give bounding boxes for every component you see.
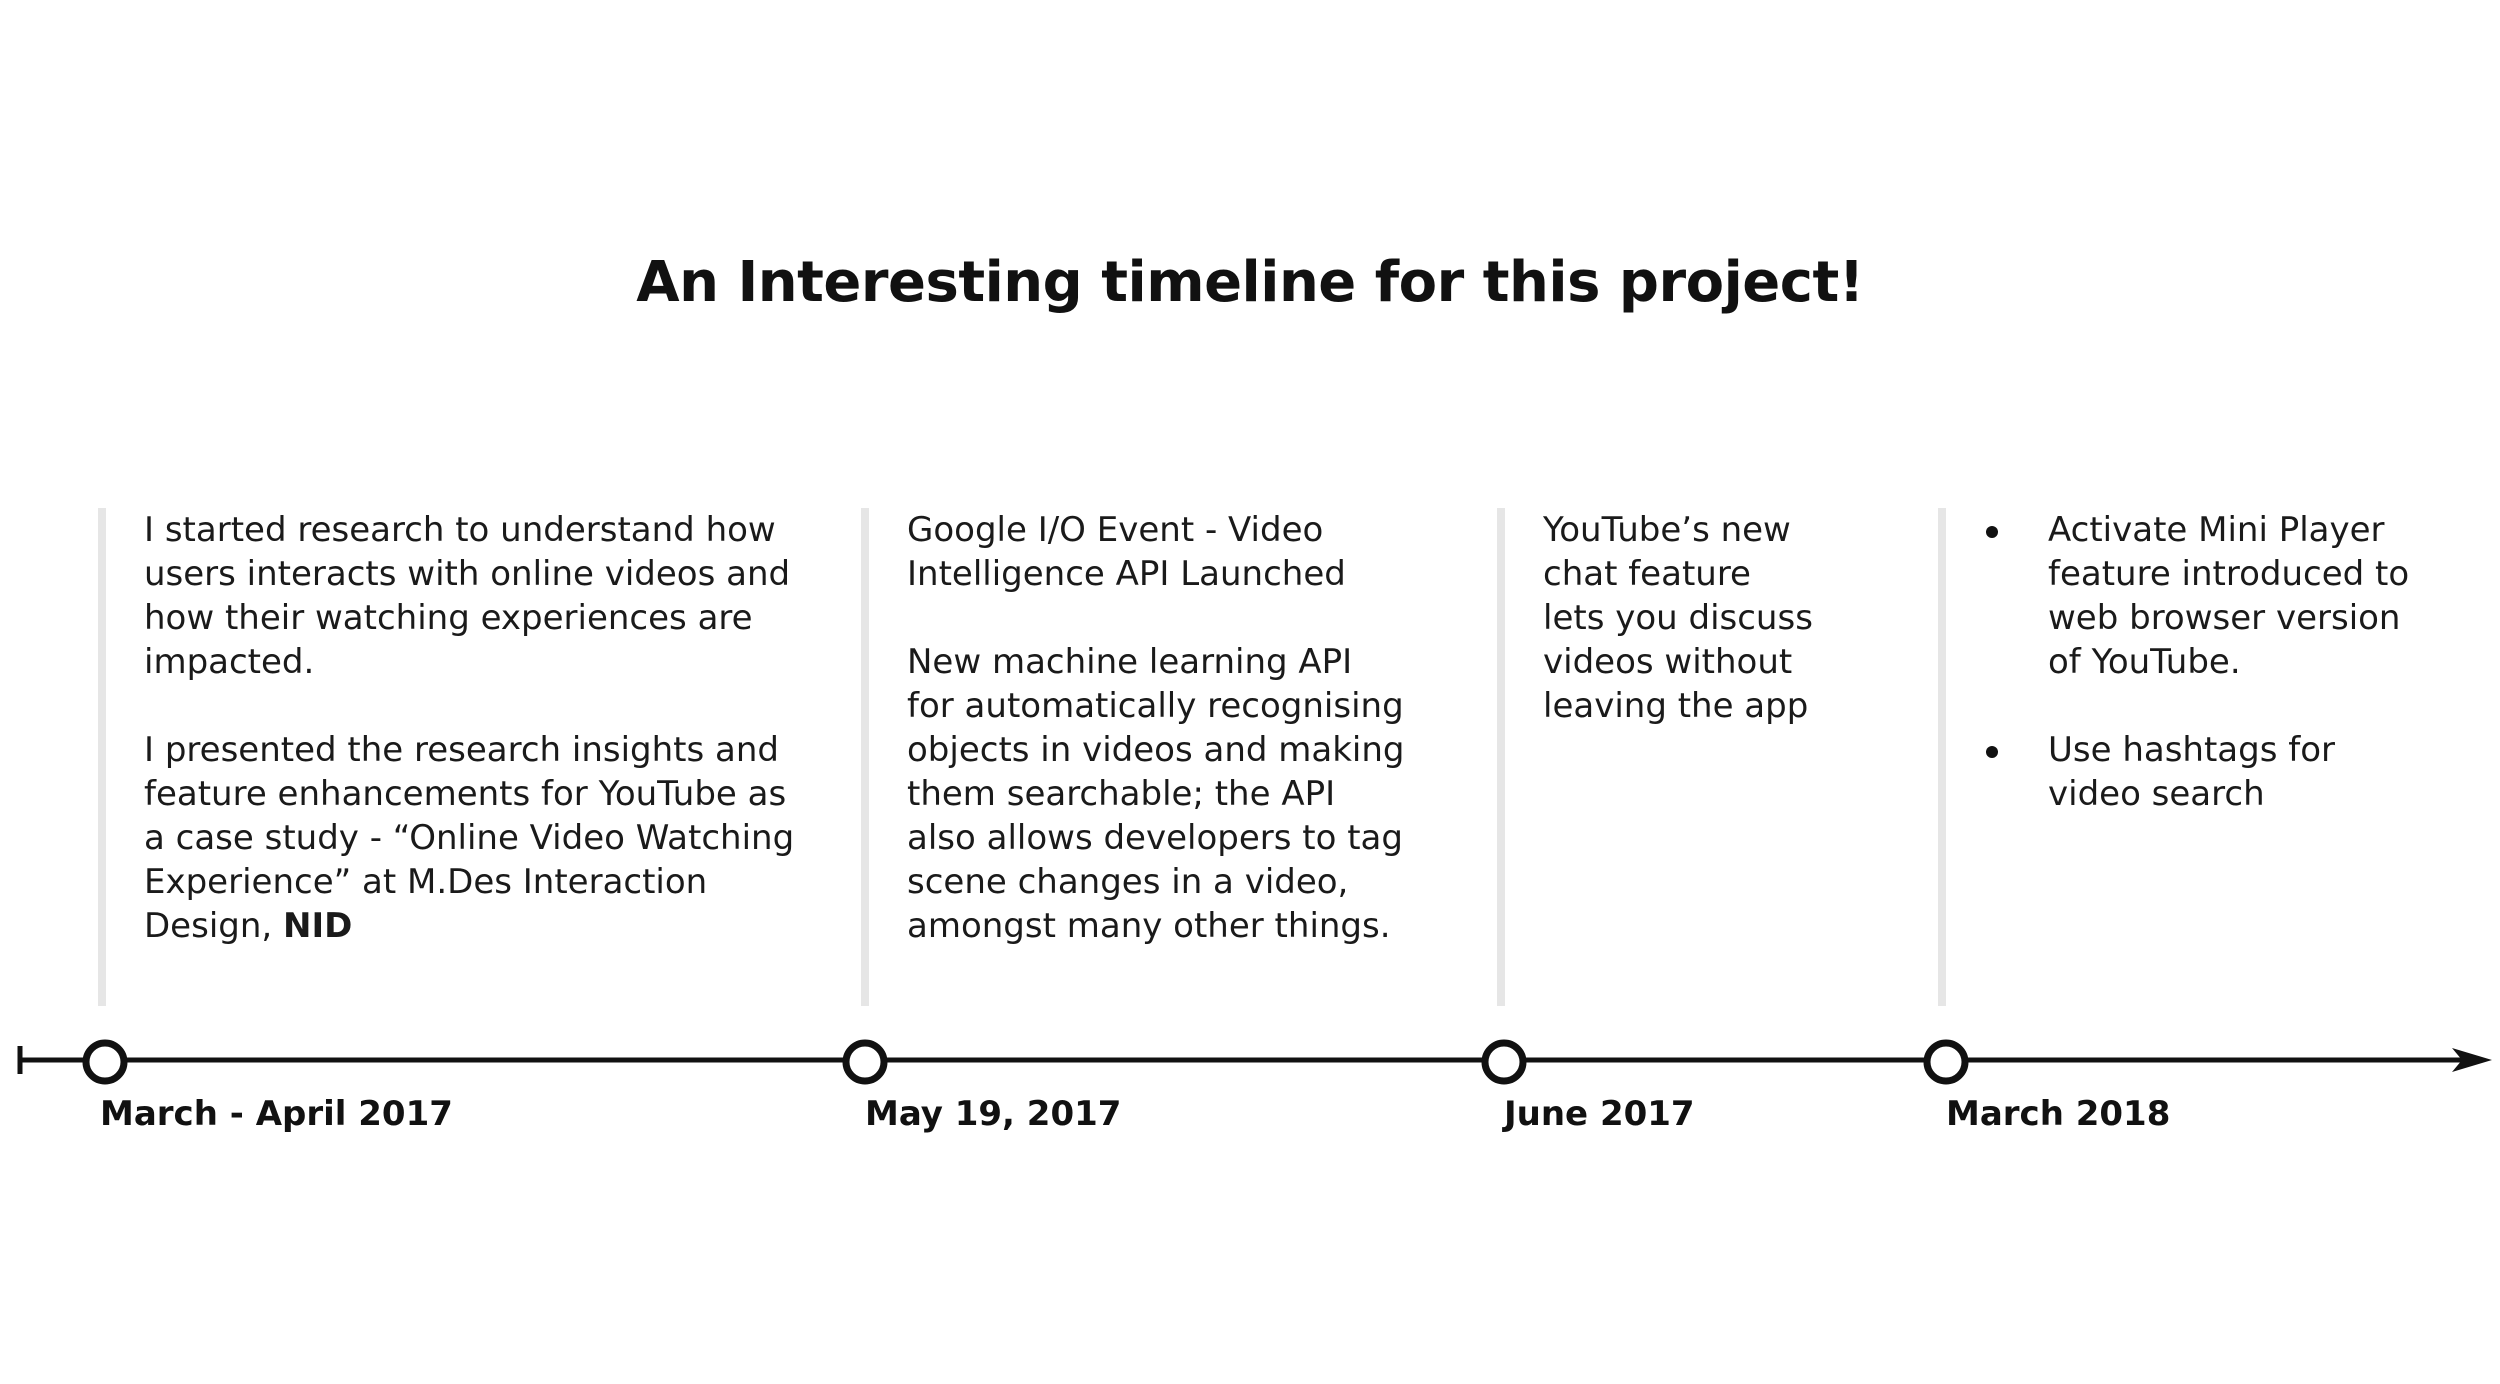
- event-card-may-19-2017: Google I/O Event - Video Intelligence AP…: [861, 508, 1421, 1006]
- event-4-bullet-2: Use hashtags for video search: [1984, 728, 2458, 816]
- milestone-marker-4: [1923, 1039, 1969, 1085]
- axis-arrow-head: [2452, 1048, 2492, 1072]
- event-1-paragraph-2: I presented the research insights and fe…: [144, 728, 798, 948]
- event-4-bullet-1: Activate Mini Player feature introduced …: [1984, 508, 2458, 684]
- event-2-paragraph-1: Google I/O Event - Video Intelligence AP…: [907, 510, 1346, 594]
- event-3-paragraph-1: YouTube’s new chat feature lets you disc…: [1543, 510, 1813, 726]
- event-4-bullet-list: Activate Mini Player feature introduced …: [1984, 508, 2458, 816]
- event-card-march-2018: Activate Mini Player feature introduced …: [1938, 508, 2458, 1006]
- event-1-paragraph-1: I started research to understand how use…: [144, 510, 791, 682]
- event-card-march-april-2017: I started research to understand how use…: [98, 508, 798, 1006]
- event-1-emphasis: NID: [283, 906, 353, 946]
- date-label-march-2018: March 2018: [1946, 1094, 2171, 1134]
- event-card-june-2017: YouTube’s new chat feature lets you disc…: [1497, 508, 1827, 1006]
- event-1-paragraph-2-text: I presented the research insights and fe…: [144, 730, 795, 946]
- milestone-marker-3: [1481, 1039, 1527, 1085]
- milestone-marker-2: [842, 1039, 888, 1085]
- date-label-march-april-2017: March - April 2017: [100, 1094, 453, 1134]
- page-title: An Interesting timeline for this project…: [636, 250, 1864, 315]
- date-label-june-2017: June 2017: [1504, 1094, 1695, 1134]
- milestone-marker-1: [82, 1039, 128, 1085]
- date-label-may-19-2017: May 19, 2017: [865, 1094, 1122, 1134]
- event-2-paragraph-2: New machine learning API for automatical…: [907, 642, 1405, 946]
